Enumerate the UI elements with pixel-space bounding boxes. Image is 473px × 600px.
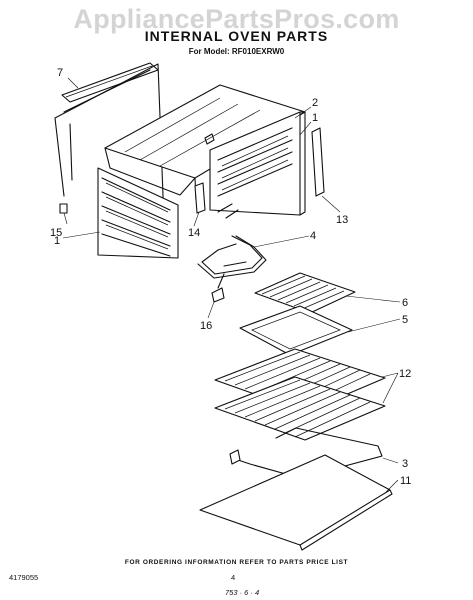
callout-15: 15: [50, 227, 62, 239]
callout-1-right: 1: [312, 112, 318, 124]
part-15-clip: [59, 203, 68, 214]
date-code: 753 · 6 · 4: [225, 588, 260, 597]
callout-6: 6: [402, 297, 408, 309]
right-side-panel: [209, 111, 306, 216]
callout-11: 11: [400, 475, 411, 487]
page-number: 4: [231, 573, 236, 582]
part-5-broil-pan: [239, 305, 353, 356]
left-rack-guides: [97, 167, 179, 259]
callout-4: 4: [310, 230, 316, 242]
callout-12: 12: [399, 368, 411, 380]
model-line: For Model: RF010EXRW0: [188, 47, 285, 56]
page-title: INTERNAL OVEN PARTS: [144, 28, 329, 44]
callout-1-left: 1: [54, 235, 60, 247]
part-7-top-trim: [61, 62, 159, 103]
callout-3: 3: [402, 458, 408, 470]
part-3-lower-element: [229, 427, 383, 479]
part-14-bracket: [194, 182, 206, 214]
callout-7: 7: [57, 67, 63, 79]
callout-13: 13: [336, 214, 348, 226]
watermark: AppliancePartsPros.com: [73, 4, 400, 34]
document-number: 4179055: [9, 573, 39, 582]
part-11-bottom-panel: [199, 454, 393, 551]
ordering-note: FOR ORDERING INFORMATION REFER TO PARTS …: [124, 559, 349, 566]
part-12-oven-rack-lower: [214, 376, 386, 441]
part-4-bake-element: [197, 203, 267, 279]
callout-16: 16: [200, 320, 212, 332]
part-13-side-trim: [311, 127, 325, 197]
callout-2: 2: [312, 97, 318, 109]
callout-14: 14: [188, 227, 200, 239]
leader-lines: [62, 77, 401, 493]
callout-5: 5: [402, 314, 408, 326]
part-16-sensor: [211, 273, 225, 303]
part-6-broil-grid: [254, 272, 356, 314]
